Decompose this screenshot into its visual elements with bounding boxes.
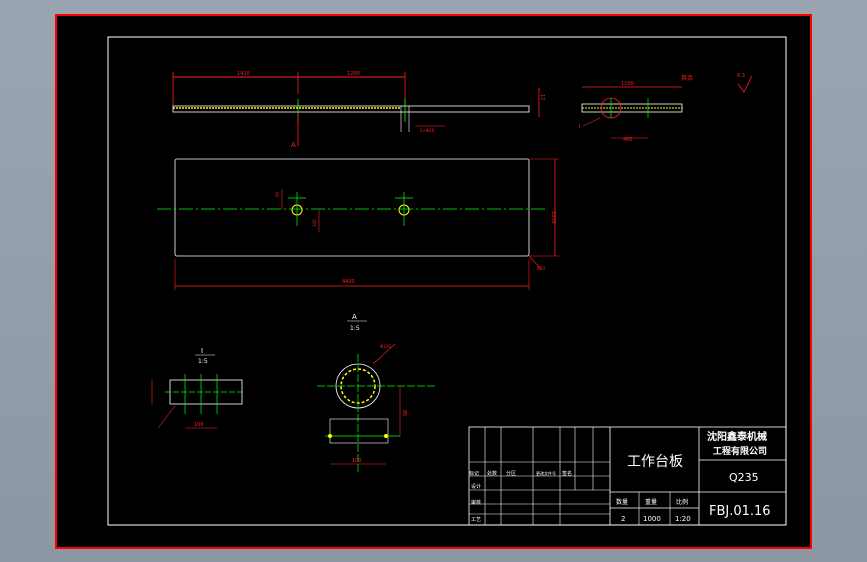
roughness-value: 6.3 [737,73,745,79]
outer-frame [55,14,812,549]
weight-value: 1000 [643,515,661,523]
section-scale: 1:5 [350,325,360,332]
side-view: 1100 I 400 其余 6.3 [579,73,753,143]
header-cell-zone: 分区 [506,470,516,477]
material-label: Q235 [729,471,759,484]
inner-border [107,36,787,526]
detail-callout: I [579,124,580,130]
dim-chamfer: R20 [537,266,545,271]
quantity-label: 数量 [616,498,628,506]
row-label-design: 设计 [471,483,481,490]
scale-label: 比例 [676,498,688,506]
roughness-icon [737,75,753,93]
dim-side-length: 1100 [621,81,634,87]
section-title: A [352,313,357,321]
svg-text:2×Φ20: 2×Φ20 [420,128,435,133]
scale-value: 1:20 [675,515,691,523]
dim-thickness: 12 [539,94,545,100]
top-view: 1410 1200 12 A 2×Φ20 [172,71,545,149]
detail-scale: 1:5 [198,358,208,365]
header-cell-count: 处数 [487,470,497,477]
header-cell-change: 更改文件号 [536,470,556,476]
detail-i-view: I 1:5 100 [151,347,245,429]
row-label-process: 工艺 [471,517,481,523]
drawing-sheet: 1410 1200 12 A 2×Φ20 1100 I 400 其余 6.3 [55,14,812,549]
dim-plate-width: 1000 [550,211,556,224]
surface-note: 其余 [681,74,693,82]
dim-plate-length: 4400 [342,279,355,285]
row-label-review: 审核 [471,499,481,506]
plan-view: 50 100 1000 4400 R20 [157,158,559,290]
dim-top-mid: 1200 [347,71,360,77]
section-mark-a: A [291,141,296,149]
dim-section-span: 100 [352,458,362,464]
cad-viewport[interactable]: 1410 1200 12 A 2×Φ20 1100 I 400 其余 6.3 [55,14,812,549]
drawing-title: 工作台板 [627,454,683,470]
weight-label: 重量 [645,498,657,506]
top-plate-outline [172,105,530,113]
detail-title: I [201,347,203,355]
quantity-value: 2 [621,515,625,523]
title-block: 标记 处数 分区 更改文件号 签名 设计 审核 工艺 工作台板 沈阳鑫泰机械 工… [468,426,787,526]
dim-detail-width: 100 [194,422,204,428]
dim-top-left: 1410 [237,71,250,77]
section-a-view: A 1:5 100 85 Φ120 [317,313,435,474]
company-name-line2: 工程有限公司 [713,445,767,457]
row-label-mark: 标记 [469,470,479,477]
dim-section-hole: Φ120 [380,344,391,349]
dim-side-bottom: 400 [623,137,633,143]
dim-hole-offset: 50 [275,191,280,197]
header-cell-sign: 签名 [562,470,572,477]
dim-hole-spacing: 100 [312,219,317,227]
dim-section-height: 85 [401,410,407,416]
company-name-line1: 沈阳鑫泰机械 [707,430,767,443]
plate-outline [174,158,530,257]
drawing-number: FBJ.01.16 [709,504,771,519]
